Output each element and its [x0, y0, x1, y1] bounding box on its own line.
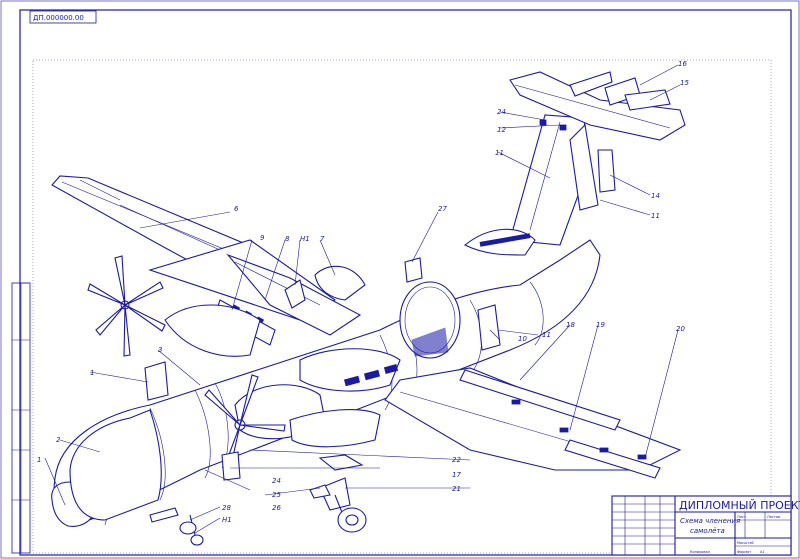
label-1b: 1 [90, 369, 94, 377]
label-11: 11 [495, 149, 504, 157]
drawing-name-1: Схема членения [680, 517, 740, 525]
inner-frame [19, 9, 792, 556]
label-1: 1 [37, 456, 41, 464]
label-21: 21 [452, 485, 461, 493]
label-25: 26 [272, 504, 281, 512]
label-28: Н1 [222, 516, 232, 524]
label-15: 15 [680, 79, 689, 87]
top-stamp: ДП.000000.00 [29, 10, 97, 24]
label-14: 14 [651, 192, 660, 200]
scale-label: Масштаб [737, 541, 754, 545]
propeller-right [204, 374, 286, 471]
stamp-code: ДП.000000.00 [33, 14, 84, 22]
label-23b: 24 [272, 477, 281, 485]
propeller-left [87, 255, 166, 357]
label-10: 11 [542, 331, 551, 339]
label-20: 20 [676, 325, 685, 333]
left-margin-strip [11, 282, 31, 554]
label-18: 18 [566, 321, 575, 329]
label-6: 7 [320, 235, 325, 243]
sheets-label: Листов [767, 515, 780, 519]
label-5: 6 [234, 205, 239, 213]
part-labels: 6 1 2 1 3 9 8 Н1 7 27 10 11 18 19 20 11 … [37, 60, 689, 524]
label-8: 9 [260, 234, 265, 242]
label-26: 27 [438, 205, 447, 213]
label-n1: Н1 [300, 235, 310, 243]
label-22: 22 [452, 456, 461, 464]
label-17: 17 [452, 471, 461, 479]
label-3: 3 [158, 346, 162, 354]
label-9: 10 [518, 335, 527, 343]
aircraft-exploded-view [51, 71, 686, 546]
title-main: ДИПЛОМНЫЙ ПРОЕКТ [679, 499, 800, 512]
format-value: А1 [760, 550, 765, 554]
label-7: 8 [285, 235, 290, 243]
label-2: 2 [56, 436, 61, 444]
label-27: 28 [222, 504, 231, 512]
label-16: 16 [678, 60, 687, 68]
label-12: 12 [497, 126, 506, 134]
main-landing-gear [309, 477, 367, 533]
sheet-label: Лист [737, 515, 746, 519]
leader-lines [44, 64, 681, 534]
format-label: Формат [737, 550, 751, 554]
nose-landing-gear [149, 507, 204, 546]
label-24: 25 [272, 491, 281, 499]
label-23: 24 [497, 108, 506, 116]
drawing-name-2: самолёта [690, 527, 725, 535]
copied-label: Копировал [690, 550, 710, 554]
label-11b: 11 [651, 212, 660, 220]
field-border [32, 59, 772, 554]
title-block: ДИПЛОМНЫЙ ПРОЕКТ Схема членения самолёта… [611, 495, 800, 556]
label-19: 19 [596, 321, 605, 329]
